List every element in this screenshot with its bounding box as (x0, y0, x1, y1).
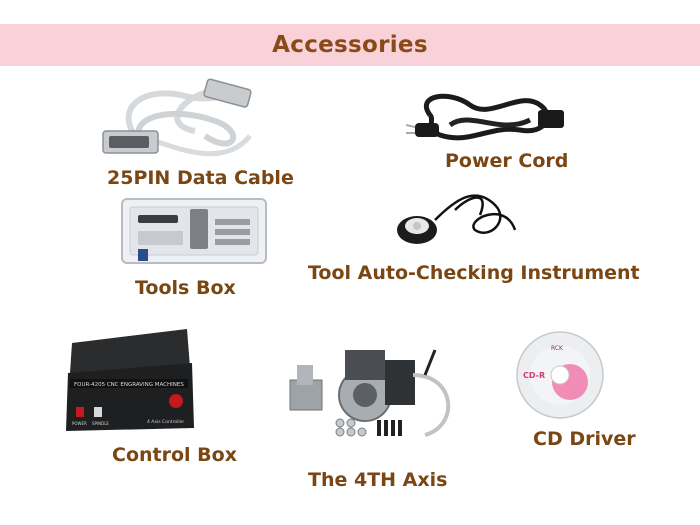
data-cable-label: 25PIN Data Cable (107, 167, 294, 189)
cd-brand-text: RCK (551, 345, 564, 352)
tool-checker-label: Tool Auto-Checking Instrument (308, 262, 640, 284)
fourth-axis-image (289, 349, 451, 437)
control-box-power-text: POWER (72, 421, 87, 426)
cd-driver-label: CD Driver (533, 428, 636, 450)
control-box-label: Control Box (112, 444, 237, 466)
power-cord-image (405, 93, 564, 141)
control-box-sub-label: 4 Axis Controller (147, 419, 184, 425)
tools-box-image (121, 198, 267, 264)
control-box-panel-title: FOUR-4205 CNC ENGRAVING MACHINES (74, 382, 184, 388)
tool-checker-image (397, 194, 517, 244)
fourth-axis-label: The 4TH Axis (308, 469, 448, 491)
accessories-banner: Accessories (0, 24, 700, 66)
power-cord-label: Power Cord (445, 150, 569, 172)
cd-disc-image: CD-R RCK (516, 331, 604, 419)
data-cable-image (102, 78, 252, 157)
tools-box-label: Tools Box (135, 277, 236, 299)
control-box-spindle-text: SPINDLE (92, 421, 109, 426)
control-box-image: FOUR-4205 CNC ENGRAVING MACHINES POWER S… (66, 329, 194, 431)
banner-title: Accessories (272, 32, 428, 58)
cd-disc-text: CD-R (523, 371, 545, 380)
